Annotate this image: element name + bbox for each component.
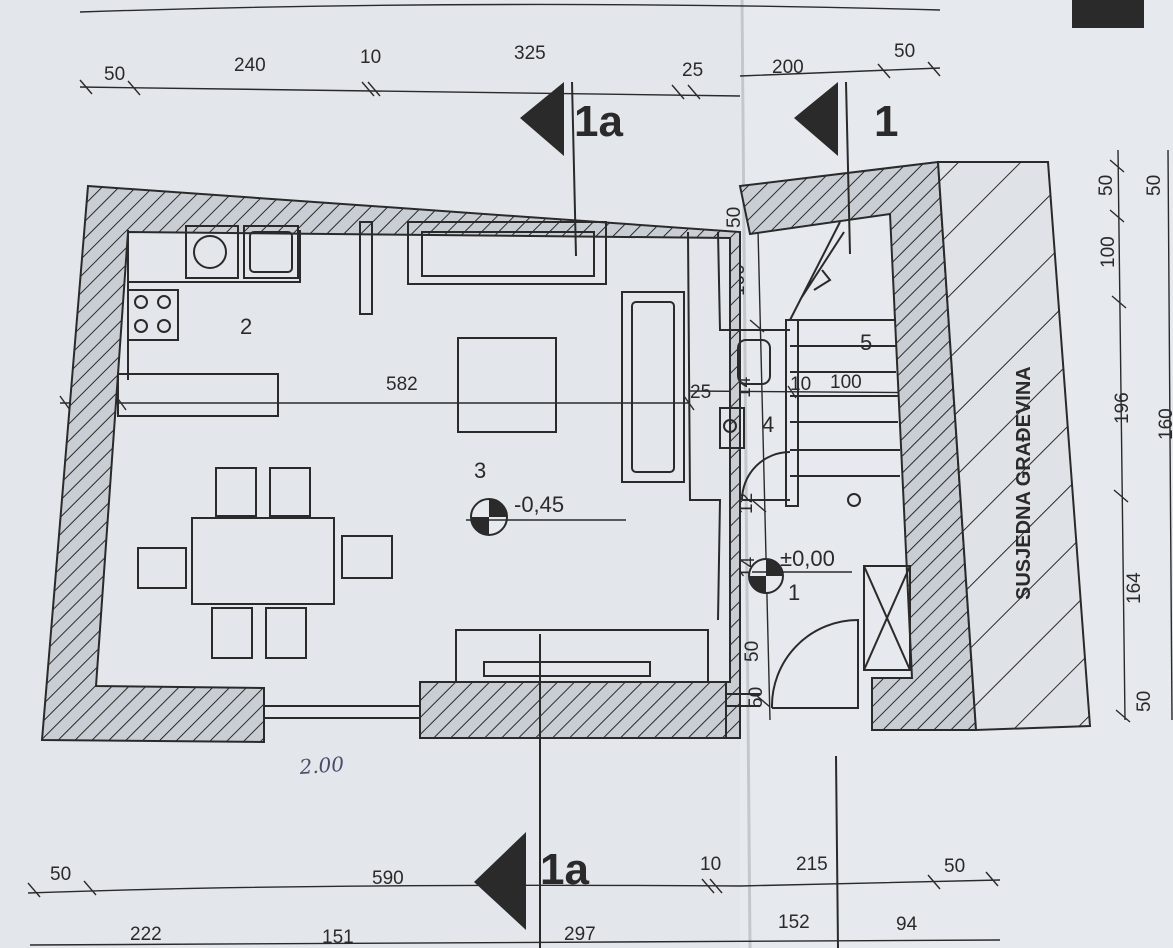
- section-marker-bottom-1a: 1a: [474, 832, 589, 930]
- walls: [40, 160, 1092, 744]
- stairs: [785, 221, 900, 507]
- dim-vert-6: 50: [742, 641, 763, 662]
- level-entry: ±0,00: [780, 546, 835, 571]
- dim-right-4: 164: [1124, 572, 1145, 604]
- dim-right-b2: 160: [1156, 408, 1173, 440]
- room-number-1: 1: [788, 580, 800, 605]
- dim-top-6: 200: [772, 57, 804, 78]
- room-number-2: 2: [240, 314, 252, 339]
- dim-bottom-row2-3: 297: [564, 924, 596, 945]
- dim-top-3: 10: [360, 47, 381, 68]
- dim-bottom-3: 10: [700, 854, 721, 875]
- section-lines: [539, 81, 851, 948]
- dim-vert-7: 50: [746, 687, 767, 708]
- kitchen: [117, 221, 373, 417]
- dim-top-4: 325: [514, 43, 546, 64]
- room-number-3: 3: [474, 458, 486, 483]
- dim-top-2: 240: [234, 55, 266, 76]
- dim-stair-10: 10: [790, 374, 811, 395]
- section-label-bottom: 1a: [540, 845, 589, 894]
- room-number-5: 5: [860, 330, 872, 355]
- section-marker-top-1: 1: [794, 82, 898, 156]
- vent-box: [863, 565, 911, 671]
- section-label-top: 1a: [574, 97, 623, 146]
- living-furniture: [137, 231, 722, 683]
- handwritten-note: 2.00: [298, 752, 345, 779]
- dim-bottom-row2-1: 222: [130, 924, 162, 945]
- room-number-4: 4: [762, 412, 774, 437]
- dim-bottom-row2-5: 94: [896, 914, 918, 935]
- dim-right-2: 100: [1098, 236, 1119, 268]
- dim-inner-25: 25: [690, 382, 711, 403]
- dim-top-1: 50: [104, 64, 125, 85]
- level-living: -0,45: [514, 492, 564, 517]
- dim-right-1: 50: [1096, 175, 1117, 196]
- section-label-right: 1: [874, 97, 898, 146]
- bathroom: [717, 231, 790, 449]
- dim-right-b1: 50: [1144, 175, 1165, 196]
- dim-right-3: 196: [1112, 392, 1133, 424]
- dim-interior-width: 582: [386, 374, 418, 395]
- dim-bottom-5: 50: [944, 856, 965, 877]
- dim-bottom-row2-4: 152: [778, 912, 810, 933]
- dim-vert-1: 50: [724, 207, 745, 228]
- openings: [264, 221, 859, 719]
- level-marker-living: -0,45: [466, 492, 626, 536]
- dim-bottom-2: 590: [372, 868, 404, 889]
- dim-top-5: 25: [682, 60, 703, 81]
- dim-top-7: 50: [894, 41, 915, 62]
- dim-right-5: 50: [1134, 691, 1155, 712]
- dimension-lines: [27, 3, 1173, 946]
- corner-mark: [1072, 0, 1144, 28]
- dim-stair-100: 100: [830, 372, 862, 393]
- neighbor-building-label: SUSJEDNA GRAĐEVINA: [1013, 366, 1035, 600]
- level-marker-entry: ±0,00: [748, 546, 852, 594]
- dim-bottom-row2-2: 151: [322, 927, 354, 948]
- section-marker-top-1a: 1a: [520, 82, 623, 156]
- dim-bottom-1: 50: [50, 864, 71, 885]
- dim-bottom-4: 215: [796, 854, 828, 875]
